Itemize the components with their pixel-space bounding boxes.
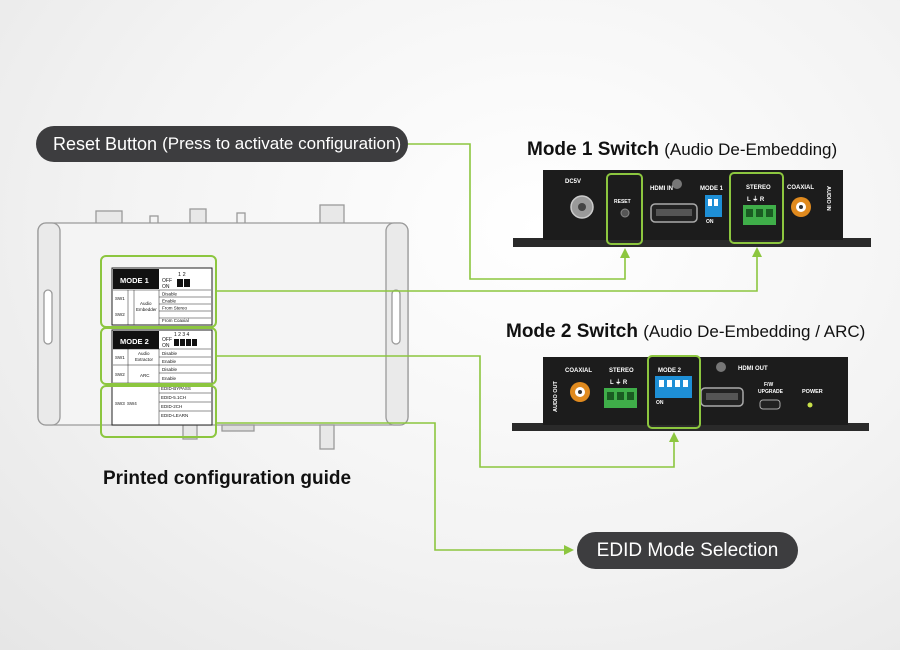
guide-mode2-row: Disable: [162, 367, 178, 372]
guide-mode1-row: From Stereo: [162, 306, 188, 311]
reset-button-icon[interactable]: [620, 208, 630, 218]
guide-mode1-card: MODE 1 1 2 OFF ON SW1 SW2 Audio Embedder…: [111, 267, 213, 326]
device2-coaxial-label: COAXIAL: [565, 368, 592, 374]
device2-mode-label: MODE 2: [658, 368, 682, 374]
guide-mode1-group-line1: Audio: [140, 301, 152, 306]
guide-mode2-row: Enable: [162, 359, 177, 364]
guide-mode2-row: Enable: [162, 376, 177, 381]
mode1-heading-title: Mode 1 Switch: [527, 139, 659, 160]
device2-lr-label: L ⏚ R: [610, 379, 628, 386]
guide-edid-row: EDID-2CH: [161, 404, 182, 409]
device1-on-label: ON: [706, 219, 714, 225]
mode1-heading-subtitle: (Audio De-Embedding): [664, 140, 838, 159]
guide-caption: Printed configuration guide: [103, 468, 352, 489]
guide-mode1-row: Enable: [162, 299, 177, 304]
guide-mode2-group1-line1: Audio: [138, 351, 150, 356]
guide-mode2-card: MODE 2 1 2 3 4 OFF ON SW1 SW2 SW3 SW4 Au…: [111, 329, 213, 426]
reset-button-callout: Reset Button (Press to activate configur…: [36, 126, 408, 162]
guide-mode1-label: MODE 1: [120, 276, 149, 285]
guide-mode1-sw2: SW2: [115, 312, 125, 317]
device2-audio-out-label: AUDIO OUT: [553, 381, 559, 413]
device1-stereo-label: STEREO: [746, 185, 771, 191]
guide-mode2-group1-line2: Extractor: [135, 357, 154, 362]
guide-mode2-row: Disable: [162, 351, 178, 356]
device2-fw-label: F/W: [764, 382, 773, 388]
mode1-heading: Mode 1 Switch (Audio De-Embedding): [527, 139, 837, 161]
reset-highlight: [606, 173, 643, 245]
power-led-icon: [807, 402, 813, 408]
device2-hdmi-label: HDMI OUT: [738, 366, 768, 372]
connector-lines: [216, 143, 762, 555]
guide-mode2-off: OFF: [162, 337, 172, 343]
guide-mode1-row: Disable: [162, 292, 178, 297]
device1-coaxial-label: COAXIAL: [787, 185, 814, 191]
guide-edid-row: EDID-5.1CH: [161, 395, 186, 400]
reset-connector: [408, 143, 630, 280]
device1-hdmi-label: HDMI IN: [650, 186, 673, 192]
guide-mode1-numbers: 1 2: [178, 272, 186, 278]
guide-edid-row: EDID-BYPASS: [161, 386, 191, 391]
device1-dc-label: DC5V: [565, 179, 581, 185]
device1-audio-in-label: AUDIO IN: [825, 186, 831, 211]
edid-mode-callout: EDID Mode Selection: [577, 532, 798, 569]
device-mode1: DC5V RESET HDMI IN MODE 1 ON STEREO L ⏚ …: [513, 170, 871, 247]
guide-mode1-on: ON: [162, 284, 170, 290]
mode2-connector: [216, 355, 679, 468]
mode1-dip-switch-icon[interactable]: [705, 195, 722, 217]
device2-power-label: POWER: [802, 389, 823, 395]
left-device-outline: [37, 204, 409, 450]
guide-mode2-sw4: SW4: [127, 401, 137, 406]
mode2-highlight: [647, 355, 701, 429]
device2-stereo-label: STEREO: [609, 368, 634, 374]
device1-reset-label: RESET: [614, 199, 631, 205]
guide-mode1-off: OFF: [162, 278, 172, 284]
guide-mode1-sw1: SW1: [115, 296, 125, 301]
guide-mode2-sw1: SW1: [115, 355, 125, 360]
device2-on-label: ON: [656, 400, 664, 406]
usb-port-icon: [759, 399, 781, 410]
reset-callout-subtitle: (Press to activate configuration): [162, 134, 402, 153]
mode1-connector: [216, 247, 762, 292]
device1-lr-label: L ⏚ R: [747, 196, 765, 203]
guide-mode1-row: From Coaxial: [162, 318, 189, 323]
edid-connector: [216, 422, 574, 555]
guide-mode2-sw2: SW2: [115, 372, 125, 377]
guide-mode1-group-line2: Embedder: [136, 307, 157, 312]
guide-edid-highlight: [100, 385, 217, 438]
device1-highlights: [606, 172, 784, 245]
guide-mode2-numbers: 1 2 3 4: [174, 332, 190, 338]
device1-mode-label: MODE 1: [700, 186, 724, 192]
guide-edid-row: EDID-LEARN: [161, 413, 188, 418]
guide-mode2-on: ON: [162, 343, 170, 349]
mode2-dip-switch-icon[interactable]: [655, 376, 692, 398]
guide-mode2-label: MODE 2: [120, 337, 149, 346]
reset-callout-title: Reset Button: [53, 133, 158, 154]
device2-upgrade-label: UPGRADE: [758, 389, 784, 395]
stereo-highlight: [729, 172, 784, 244]
device-mode2: AUDIO OUT COAXIAL STEREO L ⏚ R MODE 2 ON…: [512, 357, 869, 431]
mode2-heading: Mode 2 Switch (Audio De-Embedding / ARC): [506, 321, 865, 343]
mode2-heading-subtitle: (Audio De-Embedding / ARC): [643, 322, 866, 341]
mode2-heading-title: Mode 2 Switch: [506, 321, 638, 342]
guide-mode2-sw3: SW3: [115, 401, 125, 406]
guide-mode2-group2: ARC: [140, 373, 150, 378]
